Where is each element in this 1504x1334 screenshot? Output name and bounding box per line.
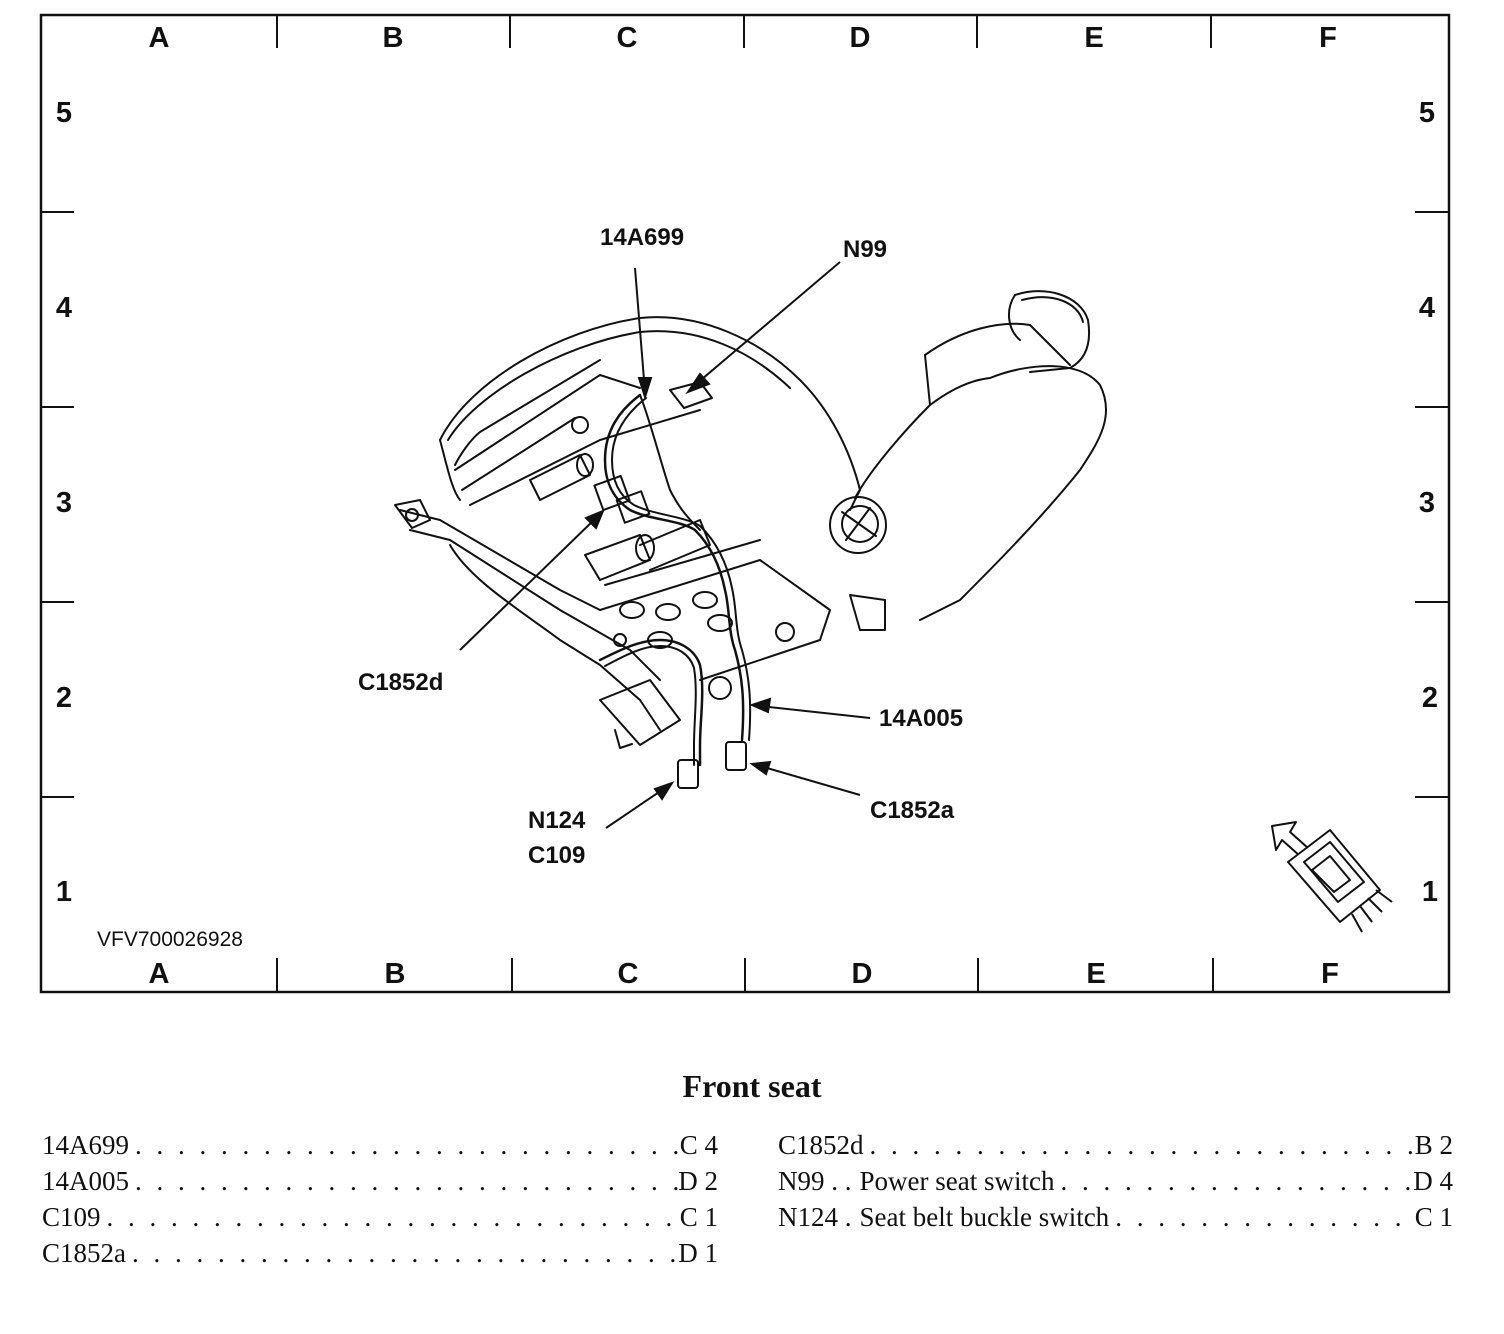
legend-description: Power seat switch — [859, 1166, 1055, 1196]
legend-code: N99 — [778, 1166, 852, 1197]
legend-code: C109 — [42, 1202, 101, 1232]
legend-grid-ref: C 1 — [1414, 1202, 1453, 1232]
col-label-top-e: E — [1084, 22, 1103, 54]
legend-leader-dots — [1054, 1166, 1413, 1197]
callout-c1852d: C1852d — [358, 669, 443, 696]
legend-row: 14A005 D 2 — [42, 1166, 718, 1202]
row-label-right-1: 1 — [1422, 876, 1438, 908]
callout-n124: N124 — [528, 807, 586, 834]
bottom-ruler — [276, 958, 1214, 992]
legend-leader-dots — [126, 1238, 678, 1269]
col-label-top-f: F — [1319, 22, 1337, 54]
legend-grid-ref: C 1 — [679, 1202, 718, 1232]
callout-c109: C109 — [528, 842, 585, 869]
callout-14a699: 14A699 — [600, 224, 684, 251]
col-label-bottom-e: E — [1086, 958, 1105, 990]
legend-grid-ref: C 4 — [679, 1130, 718, 1160]
callout-n99: N99 — [843, 236, 887, 263]
legend-row: C1852a D 1 — [42, 1238, 718, 1274]
legend-row: N99 Power seat switch D 4 — [778, 1166, 1453, 1202]
row-label-left-2: 2 — [56, 682, 72, 714]
callout-14a005: 14A005 — [879, 705, 963, 732]
col-label-top-c: C — [617, 22, 638, 54]
row-label-left-5: 5 — [56, 97, 72, 129]
legend-grid-ref: B 2 — [1414, 1130, 1453, 1160]
seat-illustration — [394, 290, 1108, 789]
legend-leader-dots — [101, 1202, 680, 1233]
legend-grid-ref: D 4 — [1413, 1166, 1453, 1196]
row-label-right-5: 5 — [1419, 97, 1435, 129]
row-label-left-1: 1 — [56, 876, 72, 908]
legend-leader-dots — [864, 1130, 1415, 1161]
col-label-bottom-d: D — [852, 958, 873, 990]
legend-row: C109 C 1 — [42, 1202, 718, 1238]
top-ruler — [276, 15, 1212, 48]
legend-right-column: C1852d B 2 N99 Power seat switch D 4 N12… — [778, 1130, 1453, 1238]
legend-description: Seat belt buckle switch — [859, 1202, 1110, 1232]
legend-leader-dots — [129, 1130, 680, 1161]
row-label-right-4: 4 — [1419, 292, 1435, 324]
legend-code: 14A699 — [42, 1130, 129, 1160]
col-label-bottom-a: A — [149, 958, 170, 990]
legend-row: 14A699 C 4 — [42, 1130, 718, 1166]
legend-code: N124 — [778, 1202, 852, 1233]
row-label-left-4: 4 — [56, 292, 72, 324]
side-rulers — [41, 211, 1449, 798]
col-label-top-a: A — [149, 22, 170, 54]
col-label-bottom-c: C — [618, 958, 639, 990]
legend-code: C1852a — [42, 1238, 126, 1268]
col-label-top-d: D — [850, 22, 871, 54]
col-label-bottom-f: F — [1321, 958, 1339, 990]
row-label-right-3: 3 — [1419, 487, 1435, 519]
row-label-right-2: 2 — [1422, 682, 1438, 714]
legend-grid-ref: D 1 — [678, 1238, 718, 1268]
figure-caption: Front seat — [682, 1068, 822, 1104]
legend-code: C1852d — [778, 1130, 864, 1160]
legend-leader-dots — [1109, 1202, 1415, 1233]
drawing-number: VFV700026928 — [97, 928, 243, 951]
col-label-top-b: B — [383, 22, 404, 54]
callout-leaders — [459, 261, 871, 829]
callout-c1852a: C1852a — [870, 797, 955, 824]
legend-code: 14A005 — [42, 1166, 129, 1196]
legend-row: N124 Seat belt buckle switch C 1 — [778, 1202, 1453, 1238]
legend-left-column: 14A699 C 4 14A005 D 2 C109 C 1 C1852a D … — [42, 1130, 718, 1274]
vehicle-orientation-icon — [1271, 821, 1393, 933]
row-label-left-3: 3 — [56, 487, 72, 519]
legend-grid-ref: D 2 — [678, 1166, 718, 1196]
legend-leader-dots — [129, 1166, 678, 1197]
diagram-border — [39, 13, 1451, 994]
legend-row: C1852d B 2 — [778, 1130, 1453, 1166]
col-label-bottom-b: B — [385, 958, 406, 990]
